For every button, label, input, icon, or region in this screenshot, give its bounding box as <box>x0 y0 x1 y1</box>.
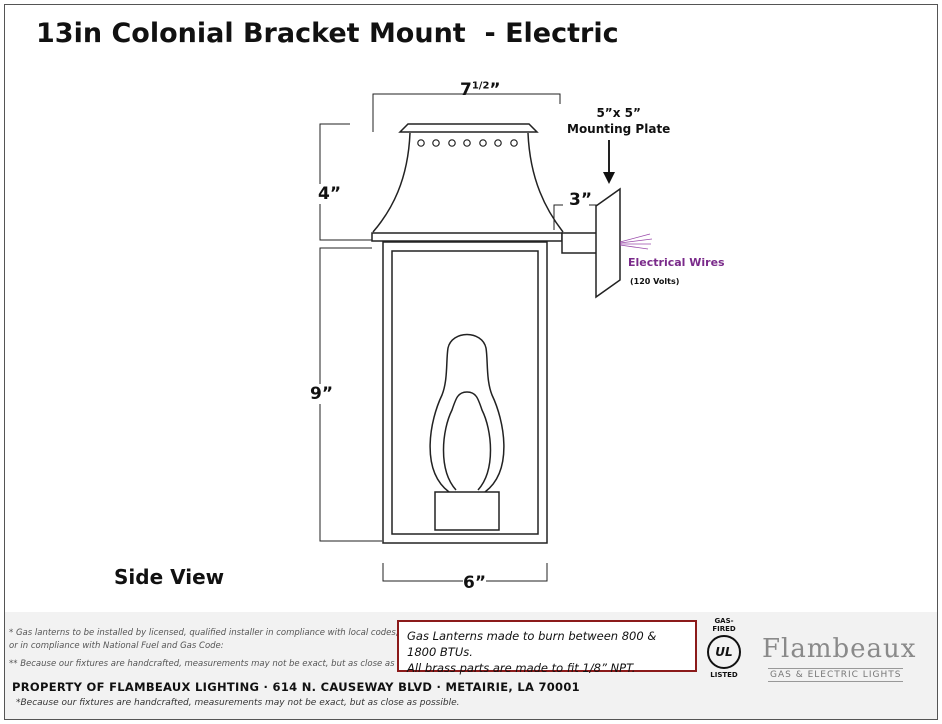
voltage-label: (120 Volts) <box>630 277 680 286</box>
lantern-bell <box>372 132 564 233</box>
view-label: Side View <box>114 565 225 589</box>
gas-info-line2: All brass parts are made to fit 1/8” NPT… <box>407 661 636 675</box>
wires-icon <box>619 233 653 250</box>
ul-badge: GAS-FIRED UL LISTED <box>704 617 744 679</box>
gas-info-box: Gas Lanterns made to burn between 800 & … <box>397 620 697 675</box>
lantern-glass <box>391 250 539 535</box>
lamp-chimney-inner <box>442 391 492 491</box>
arm-dimension <box>553 204 597 230</box>
top-width-dimension <box>372 93 561 132</box>
top-height-dimension <box>319 123 372 241</box>
gas-info-line1: Gas Lanterns made to burn between 800 & … <box>407 629 657 659</box>
mounting-plate-text: Mounting Plate <box>567 122 671 136</box>
vent-holes-icon <box>417 139 518 147</box>
lamp-chimney <box>429 333 505 493</box>
handcrafted-note: ** Because our fixtures are handcrafted,… <box>9 659 435 669</box>
arm-length-label: 3” <box>569 190 593 210</box>
bottom-width-label: 6” <box>463 573 487 593</box>
brand-logo: Flambeaux <box>762 634 917 664</box>
lamp-base <box>434 491 500 531</box>
ul-logo-icon: UL <box>707 635 741 669</box>
body-height-label: 9” <box>310 384 334 404</box>
ul-badge-top: GAS-FIRED <box>712 617 736 633</box>
mounting-plate <box>595 187 621 299</box>
top-height-label: 4” <box>318 184 342 204</box>
property-line: PROPERTY OF FLAMBEAUX LIGHTING · 614 N. … <box>12 680 580 694</box>
lantern-collar <box>371 232 563 242</box>
brand-tagline: GAS & ELECTRIC LIGHTS <box>768 668 904 682</box>
install-note: * Gas lanterns to be installed by licens… <box>9 628 399 638</box>
property-note: *Because our fixtures are handcrafted, m… <box>16 698 460 708</box>
top-width-label: 71/2” <box>460 80 501 100</box>
electrical-wires-label: Electrical Wires <box>628 256 725 269</box>
lantern-cap <box>398 123 539 133</box>
install-note-cont: or in compliance with National Fuel and … <box>9 641 224 651</box>
drawing-frame <box>4 4 938 720</box>
page-title: 13in Colonial Bracket Mount - Electric <box>36 18 619 49</box>
mounting-plate-size: 5”x 5” <box>596 106 641 120</box>
mounting-plate-label: 5”x 5” Mounting Plate <box>567 105 670 137</box>
ul-badge-bottom: LISTED <box>710 671 738 679</box>
